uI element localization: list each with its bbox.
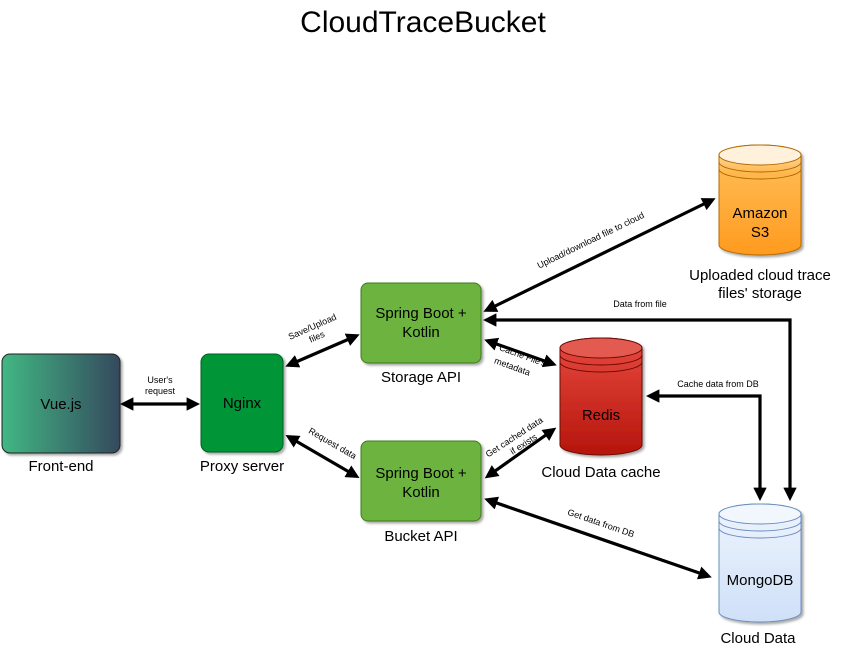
caption-proxy-server: Proxy server [200,458,284,475]
node-nginx: Nginx [200,353,284,453]
node-mongodb-cylinder: MongoDB [718,503,802,623]
node-s3-cylinder: Amazon S3 [718,144,802,256]
caption-cloud-data: Cloud Data [720,630,796,647]
arrow-redis-mongodb [645,389,767,502]
edge-label-get-cached-data: Get cached data if exists [484,415,545,459]
node-vue: Vue.js [1,353,121,454]
svg-text:User's: User's [147,375,173,385]
caption-s3-line2: files' storage [718,285,802,302]
node-mongodb-label: MongoDB [727,572,794,589]
arrow-nginx-bucket [285,434,360,479]
arrow-nginx-storage [285,333,360,368]
node-bucket-api-label-line1: Spring Boot + [375,465,467,482]
node-storage-api: Spring Boot + Kotlin [360,282,482,364]
svg-text:request: request [145,386,176,396]
node-s3-label-line1: Amazon [732,205,787,222]
arrow-storage-s3 [483,198,716,312]
edge-label-request-data: Request data [307,426,358,461]
caption-storage-api: Storage API [381,369,461,386]
arrow-storage-mongodb [482,313,797,502]
edge-label-cache-file-metadata: Cache File's metadata [493,342,548,377]
node-redis-label: Redis [582,407,620,424]
node-s3-label-line2: S3 [751,224,769,241]
caption-s3-line1: Uploaded cloud trace [689,267,831,284]
caption-cloud-data-cache: Cloud Data cache [541,464,660,481]
node-redis-cylinder: Redis [559,337,643,456]
node-vue-label: Vue.js [40,396,81,413]
svg-text:Get data from DB: Get data from DB [566,507,635,539]
arrow-bucket-mongodb [484,496,712,580]
edge-label-cache-data-from-db: Cache data from DB [677,379,759,389]
node-nginx-label: Nginx [223,395,262,412]
caption-front-end: Front-end [28,458,93,475]
node-storage-api-label-line2: Kotlin [402,324,440,341]
caption-bucket-api: Bucket API [384,528,457,545]
edge-label-get-data-from-db: Get data from DB [566,507,635,539]
node-bucket-api: Spring Boot + Kotlin [360,440,482,522]
diagram-title: CloudTraceBucket [300,6,546,39]
edge-label-data-from-file: Data from file [613,299,667,309]
node-storage-api-label-line1: Spring Boot + [375,305,467,322]
node-bucket-api-label-line2: Kotlin [402,484,440,501]
svg-text:Request data: Request data [307,426,358,461]
edge-label-user-request: User's request [145,375,176,396]
